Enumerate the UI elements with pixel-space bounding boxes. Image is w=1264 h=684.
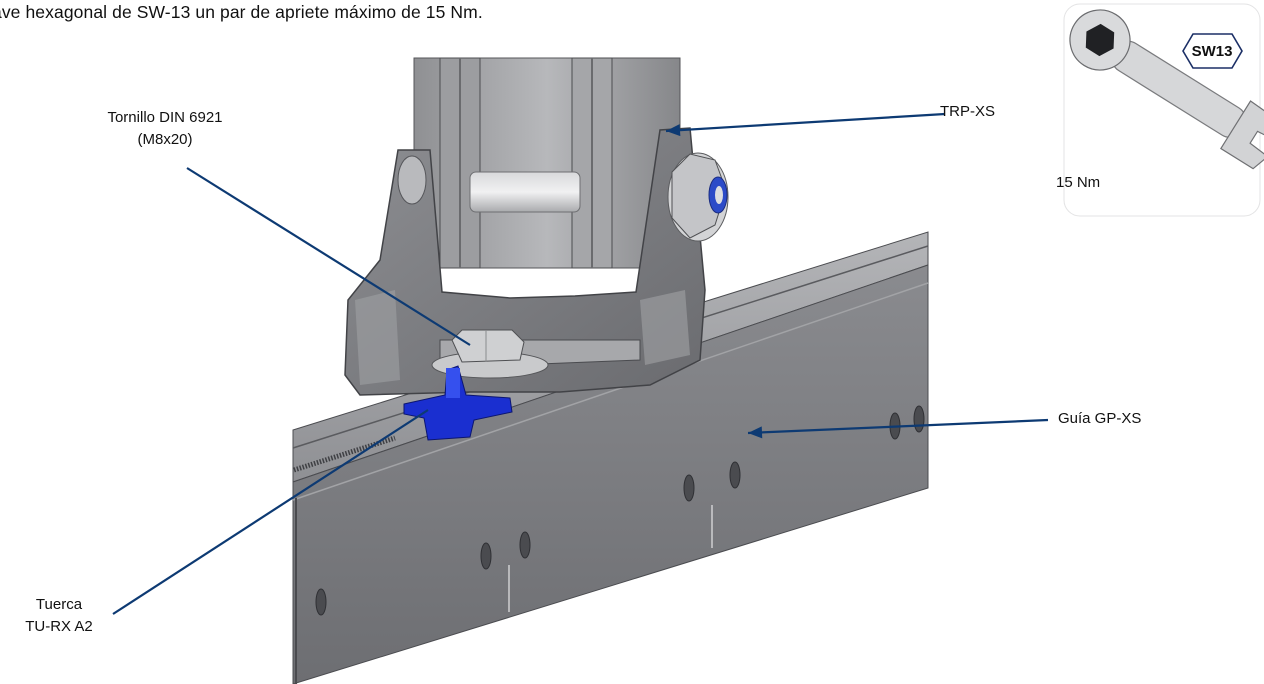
guide-leader-line: [747, 418, 1049, 435]
torque-label: 15 Nm: [1056, 174, 1101, 191]
vertical-post: [413, 57, 681, 269]
bolt-head: [431, 329, 549, 379]
sw13-hex-badge: [1182, 33, 1243, 69]
bolt-label-size: (M8x20): [137, 131, 193, 148]
nut-label: Tuerca TU-RX A2: [14, 594, 104, 638]
bracket-label: TRP-XS: [940, 103, 996, 120]
trp-leader-line: [665, 112, 946, 133]
guide-rail-label: Guía GP-XS: [1058, 410, 1142, 427]
bolt-label: Tornillo DIN 6921 (M8x20): [70, 107, 260, 151]
leader-lines: [112, 112, 1049, 615]
bolt-label-name: Tornillo DIN 6921: [107, 109, 223, 126]
nut-label-name: Tuerca: [35, 596, 83, 613]
rail-marks: [508, 505, 713, 612]
guide-leader-arrowhead: [748, 426, 763, 439]
wrench-icon: SW13: [1063, 3, 1264, 217]
nut-label-code: TU-RX A2: [25, 618, 93, 635]
nut-leader-line: [112, 409, 429, 615]
hex-nut-right: [667, 152, 729, 242]
trp-leader-arrowhead: [666, 124, 681, 137]
instruction-caption: ave hexagonal de SW-13 un par de apriete…: [0, 2, 483, 22]
rail-holes: [315, 405, 925, 616]
bolt-leader-line: [186, 167, 471, 346]
t-nut: [403, 365, 513, 441]
pin-shaft: [397, 155, 581, 213]
wrench-size-label: SW13: [1192, 43, 1233, 60]
